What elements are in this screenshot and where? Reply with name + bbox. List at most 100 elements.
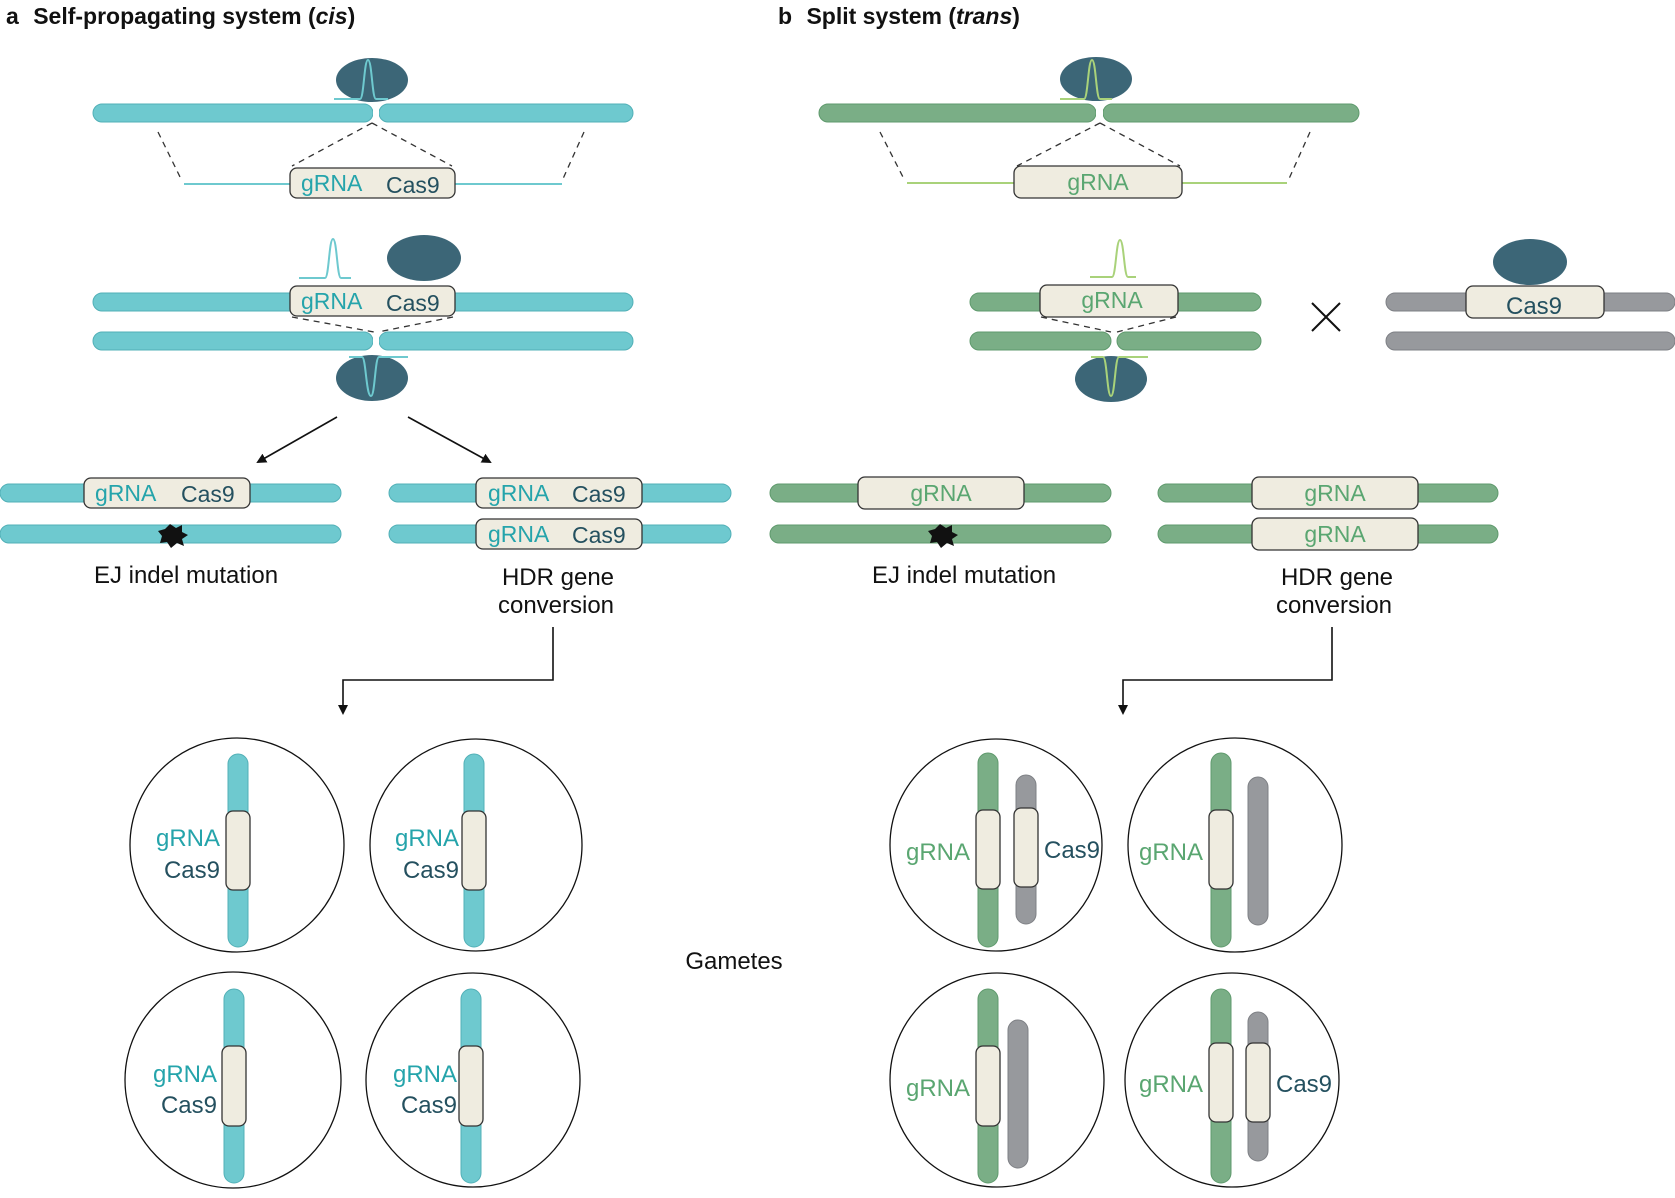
grna-label: gRNA xyxy=(393,1061,457,1088)
dashed-guide-line xyxy=(1099,122,1181,167)
chromosome-lower-right xyxy=(378,331,634,351)
chromosome-right xyxy=(378,103,634,123)
cas9-protein-icon xyxy=(336,355,408,401)
panel-b-hdr-outcome: gRNA gRNA HDR gene conversion xyxy=(1118,476,1499,715)
grna-label: gRNA xyxy=(301,288,363,314)
grna-label: gRNA xyxy=(1139,839,1203,866)
guide-rna-icon xyxy=(299,237,351,279)
cas9-label: Cas9 xyxy=(386,290,440,316)
gene-cassette xyxy=(458,1045,484,1127)
chromosome-left xyxy=(818,103,1097,123)
cas9-label: Cas9 xyxy=(1276,1071,1332,1098)
hdr-label-line1: HDR gene xyxy=(502,564,614,591)
chromosome-right xyxy=(1102,103,1360,123)
gene-cassette xyxy=(475,518,643,550)
dashed-guide-line xyxy=(1116,316,1177,333)
panel-a-step1: gRNA Cas9 xyxy=(92,58,634,199)
chromosome-lower-right xyxy=(1116,331,1262,351)
dashed-guide-line xyxy=(879,131,906,182)
guide-rna-icon xyxy=(334,58,388,100)
cas9-label: Cas9 xyxy=(401,1092,457,1119)
grna-label: gRNA xyxy=(1139,1071,1203,1098)
chromosome-grey-vertical xyxy=(1247,776,1269,926)
gene-cassette xyxy=(1013,807,1039,888)
gene-cassette xyxy=(461,810,487,891)
gene-cassette xyxy=(975,1045,1001,1127)
cas9-label: Cas9 xyxy=(572,481,626,507)
panel-b-step1: gRNA xyxy=(818,57,1360,199)
guide-rna-icon xyxy=(1091,356,1148,398)
grna-label: gRNA xyxy=(395,825,459,852)
gamete-cell: gRNA Cas9 xyxy=(369,738,583,952)
grna-label: gRNA xyxy=(1304,480,1366,506)
cas9-label: Cas9 xyxy=(161,1092,217,1119)
gamete-cell: gRNA Cas9 xyxy=(1124,972,1340,1188)
grna-label: gRNA xyxy=(1067,169,1129,195)
gamete-cell: gRNA Cas9 xyxy=(889,738,1103,952)
cas9-protein-icon xyxy=(387,235,461,281)
grna-label: gRNA xyxy=(153,1061,217,1088)
gene-cassette xyxy=(221,1045,247,1127)
gene-cassette xyxy=(857,476,1025,510)
arrow-icon xyxy=(407,416,492,463)
chromosome-lower-left xyxy=(92,331,374,351)
gene-cassette xyxy=(1039,284,1179,318)
cut-site xyxy=(373,98,379,128)
guide-rna-icon xyxy=(1090,238,1136,278)
hdr-label-line1: HDR gene xyxy=(1281,564,1393,591)
cas9-label: Cas9 xyxy=(1044,837,1100,864)
panel-b-ej-outcome: gRNA EJ indel mutation xyxy=(769,476,1112,589)
cas9-protein-icon xyxy=(1493,239,1567,285)
panel-a-step2: gRNA Cas9 xyxy=(92,235,634,463)
gene-cassette xyxy=(225,810,251,891)
gene-cassette xyxy=(1251,476,1419,510)
gamete-cell: gRNA xyxy=(1127,737,1343,953)
dashed-guide-line xyxy=(291,122,373,167)
gamete-cell: gRNA Cas9 xyxy=(129,737,345,953)
gene-cassette xyxy=(1208,809,1234,890)
grna-label: gRNA xyxy=(301,170,363,196)
panel-b-step2: gRNA Cas9 xyxy=(969,238,1675,402)
cas9-label: Cas9 xyxy=(572,522,626,548)
indel-mutation-icon xyxy=(158,524,188,548)
arrow-icon xyxy=(1118,627,1333,715)
grna-label: gRNA xyxy=(910,480,972,506)
indel-mutation-icon xyxy=(928,524,958,548)
hdr-label-line2: conversion xyxy=(498,592,614,619)
cas9-label: Cas9 xyxy=(403,857,459,884)
panel-a: a Self-propagating system (cis) gRNA Cas… xyxy=(0,3,732,1189)
grna-label: gRNA xyxy=(156,825,220,852)
grna-label: gRNA xyxy=(906,1075,970,1102)
arrow-icon xyxy=(256,416,338,463)
arrow-icon xyxy=(338,627,554,715)
gene-cassette xyxy=(1465,285,1605,319)
gamete-cell: gRNA Cas9 xyxy=(124,971,342,1189)
gene-cassette xyxy=(1208,1042,1234,1123)
chromosome-grey-vertical xyxy=(1007,1019,1029,1169)
grna-label: gRNA xyxy=(1081,287,1143,313)
hdr-label-line2: conversion xyxy=(1276,592,1392,619)
cas9-label: Cas9 xyxy=(164,857,220,884)
panel-a-gametes: gRNA Cas9 gRNA Cas9 gRNA Cas9 xyxy=(124,737,583,1189)
dashed-guide-line xyxy=(1287,131,1311,182)
gene-cassette xyxy=(975,809,1001,890)
gene-cassette xyxy=(1251,517,1419,551)
gene-cassette xyxy=(1245,1042,1271,1123)
panel-b-gametes: gRNA Cas9 gRNA gRNA xyxy=(889,737,1343,1188)
cas9-label: Cas9 xyxy=(181,481,235,507)
cut-site xyxy=(1096,98,1103,128)
dashed-guide-line xyxy=(561,131,585,182)
cut-site xyxy=(373,327,379,355)
guide-rna-icon xyxy=(349,356,408,398)
dashed-guide-line xyxy=(371,122,453,167)
dashed-guide-line xyxy=(1040,316,1112,333)
dashed-guide-line xyxy=(377,316,454,333)
gene-cassette xyxy=(1013,165,1183,199)
grna-label: gRNA xyxy=(95,480,157,506)
cas9-protein-icon xyxy=(1075,356,1147,402)
dashed-guide-line xyxy=(1016,122,1101,167)
panel-a-title: a Self-propagating system (cis) xyxy=(6,3,355,29)
dashed-guide-line xyxy=(291,316,375,333)
grna-label: gRNA xyxy=(488,480,550,506)
